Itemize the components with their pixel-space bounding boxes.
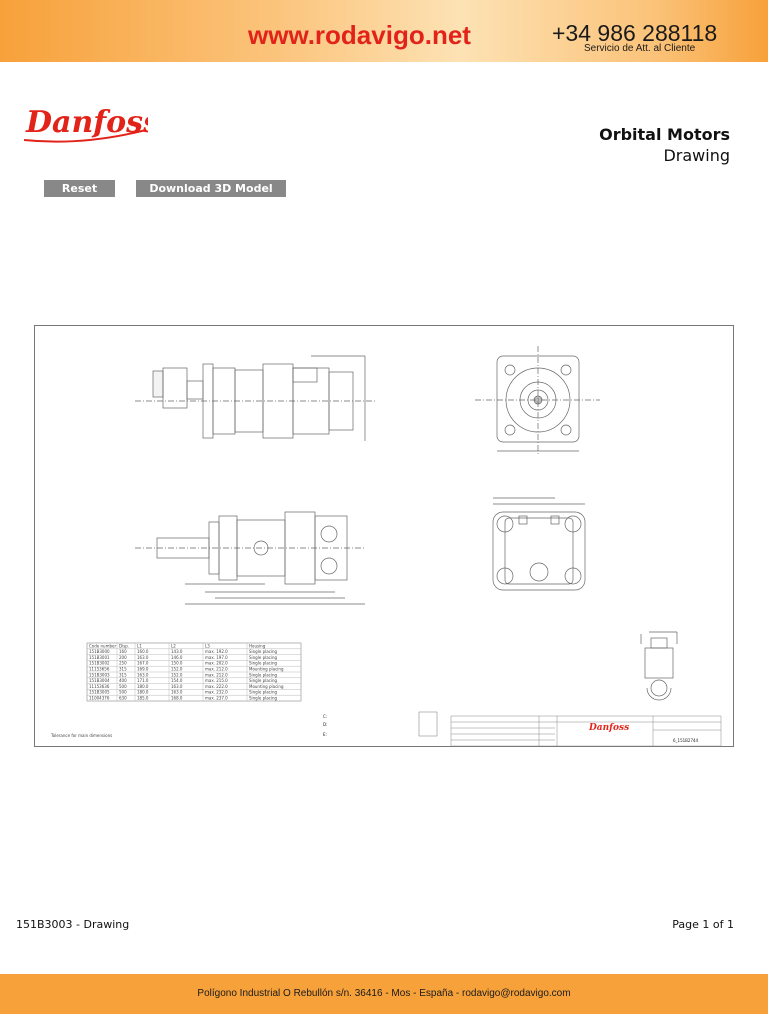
table-cell: 154.0 [171,678,183,683]
legend-d: D: [323,722,327,727]
table-cell: 171.0 [137,678,149,683]
page-number-label: Page 1 of 1 [672,918,734,931]
table-cell: 315 [119,667,127,672]
table-cell: 152.0 [171,672,183,677]
document-label: 151B3003 - Drawing [16,918,130,931]
table-cell: 163.0 [171,690,183,695]
table-cell: Single placing [249,661,278,666]
table-cell: 11153636 [89,684,110,689]
table-cell: 168.0 [171,696,183,701]
top-banner: www.rodavigo.net +34 986 288118 Servicio… [0,0,768,62]
title-block-logo: Danfoss [588,723,629,733]
connection-legend: C: D: E: [323,711,438,737]
table-cell: 11004376 [89,696,110,701]
reference-note: Tolerance for main dimensions [50,733,112,738]
table-cell: 143.0 [171,649,183,654]
table-cell: 151B3005 [89,690,110,695]
side-view-bottom [135,511,365,605]
table-cell: 151B3002 [89,661,110,666]
table-cell: 180.0 [137,684,149,689]
table-cell: max. 197.0 [205,655,228,660]
page-subtitle: Drawing [663,146,730,165]
table-cell: 500 [119,684,127,689]
table-header-cell: L2 [171,643,176,648]
table-cell: 146.0 [171,655,183,660]
table-cell: 200 [119,655,127,660]
table-cell: 152.0 [171,667,183,672]
table-header-cell: Disp. [119,643,129,648]
table-cell: 151B3001 [89,655,110,660]
legend-c: C: [323,714,327,719]
table-cell: 11153656 [89,667,110,672]
table-cell: Single placing [249,649,278,654]
table-cell: 151B3003 [89,672,110,677]
table-header-cell: L1 [137,643,142,648]
end-view-bottom [492,497,586,591]
table-cell: 150.0 [171,661,183,666]
table-cell: 163.0 [137,672,149,677]
table-cell: Single placing [249,655,278,660]
service-caption: Servicio de Att. al Cliente [584,43,696,54]
table-cell: 151B3000 [89,649,110,654]
rotation-direction-icon [640,631,678,701]
table-header-cell: Code number [89,643,116,648]
footer-bar: Polígono Industrial O Rebullón s/n. 3641… [0,974,768,1014]
title-block [450,715,722,747]
table-cell: Mounting placing [249,684,284,689]
table-cell: max. 202.0 [205,661,228,666]
title-block-doc-number: 6_151B2744 [673,738,699,743]
table-cell: 250 [119,661,127,666]
side-view-top [135,355,375,441]
table-cell: Mounting placing [249,667,284,672]
table-cell: max. 232.0 [205,690,228,695]
company-address: Polígono Industrial O Rebullón s/n. 3641… [197,988,571,999]
danfoss-logo: Danfoss [23,105,148,143]
table-cell: 400 [119,678,127,683]
table-cell: 315 [119,672,127,677]
table-cell: max. 212.0 [205,667,228,672]
table-cell: 151B3004 [89,678,110,683]
phone-number: +34 986 288118 [552,20,718,46]
table-cell: max. 237.0 [205,696,228,701]
table-header-cell: Housing [249,643,266,648]
table-cell: 500 [119,690,127,695]
table-cell: 167.0 [137,661,149,666]
table-cell: 163.0 [171,684,183,689]
table-cell: 163.0 [137,655,149,660]
table-cell: max. 212.0 [205,672,228,677]
website-url[interactable]: www.rodavigo.net [248,20,471,50]
table-cell: 160.0 [137,649,149,654]
table-cell: 169.0 [137,667,149,672]
table-cell: max. 215.0 [205,678,228,683]
download-3d-model-button[interactable]: Download 3D Model [136,180,286,197]
table-cell: Single placing [249,690,278,695]
table-cell: Single placing [249,672,278,677]
table-cell: Single placing [249,696,278,701]
table-cell: max. 222.0 [205,684,228,689]
page-title: Orbital Motors [599,125,730,144]
end-view-top [475,346,600,456]
table-cell: Single placing [249,678,278,683]
reset-button[interactable]: Reset [44,180,115,197]
table-cell: 630 [119,696,127,701]
table-header-cell: L3 [205,643,210,648]
table-cell: 160 [119,649,127,654]
table-cell: max. 192.0 [205,649,228,654]
legend-e: E: [323,732,327,737]
table-cell: 180.0 [137,690,149,695]
table-cell: 185.0 [137,696,149,701]
